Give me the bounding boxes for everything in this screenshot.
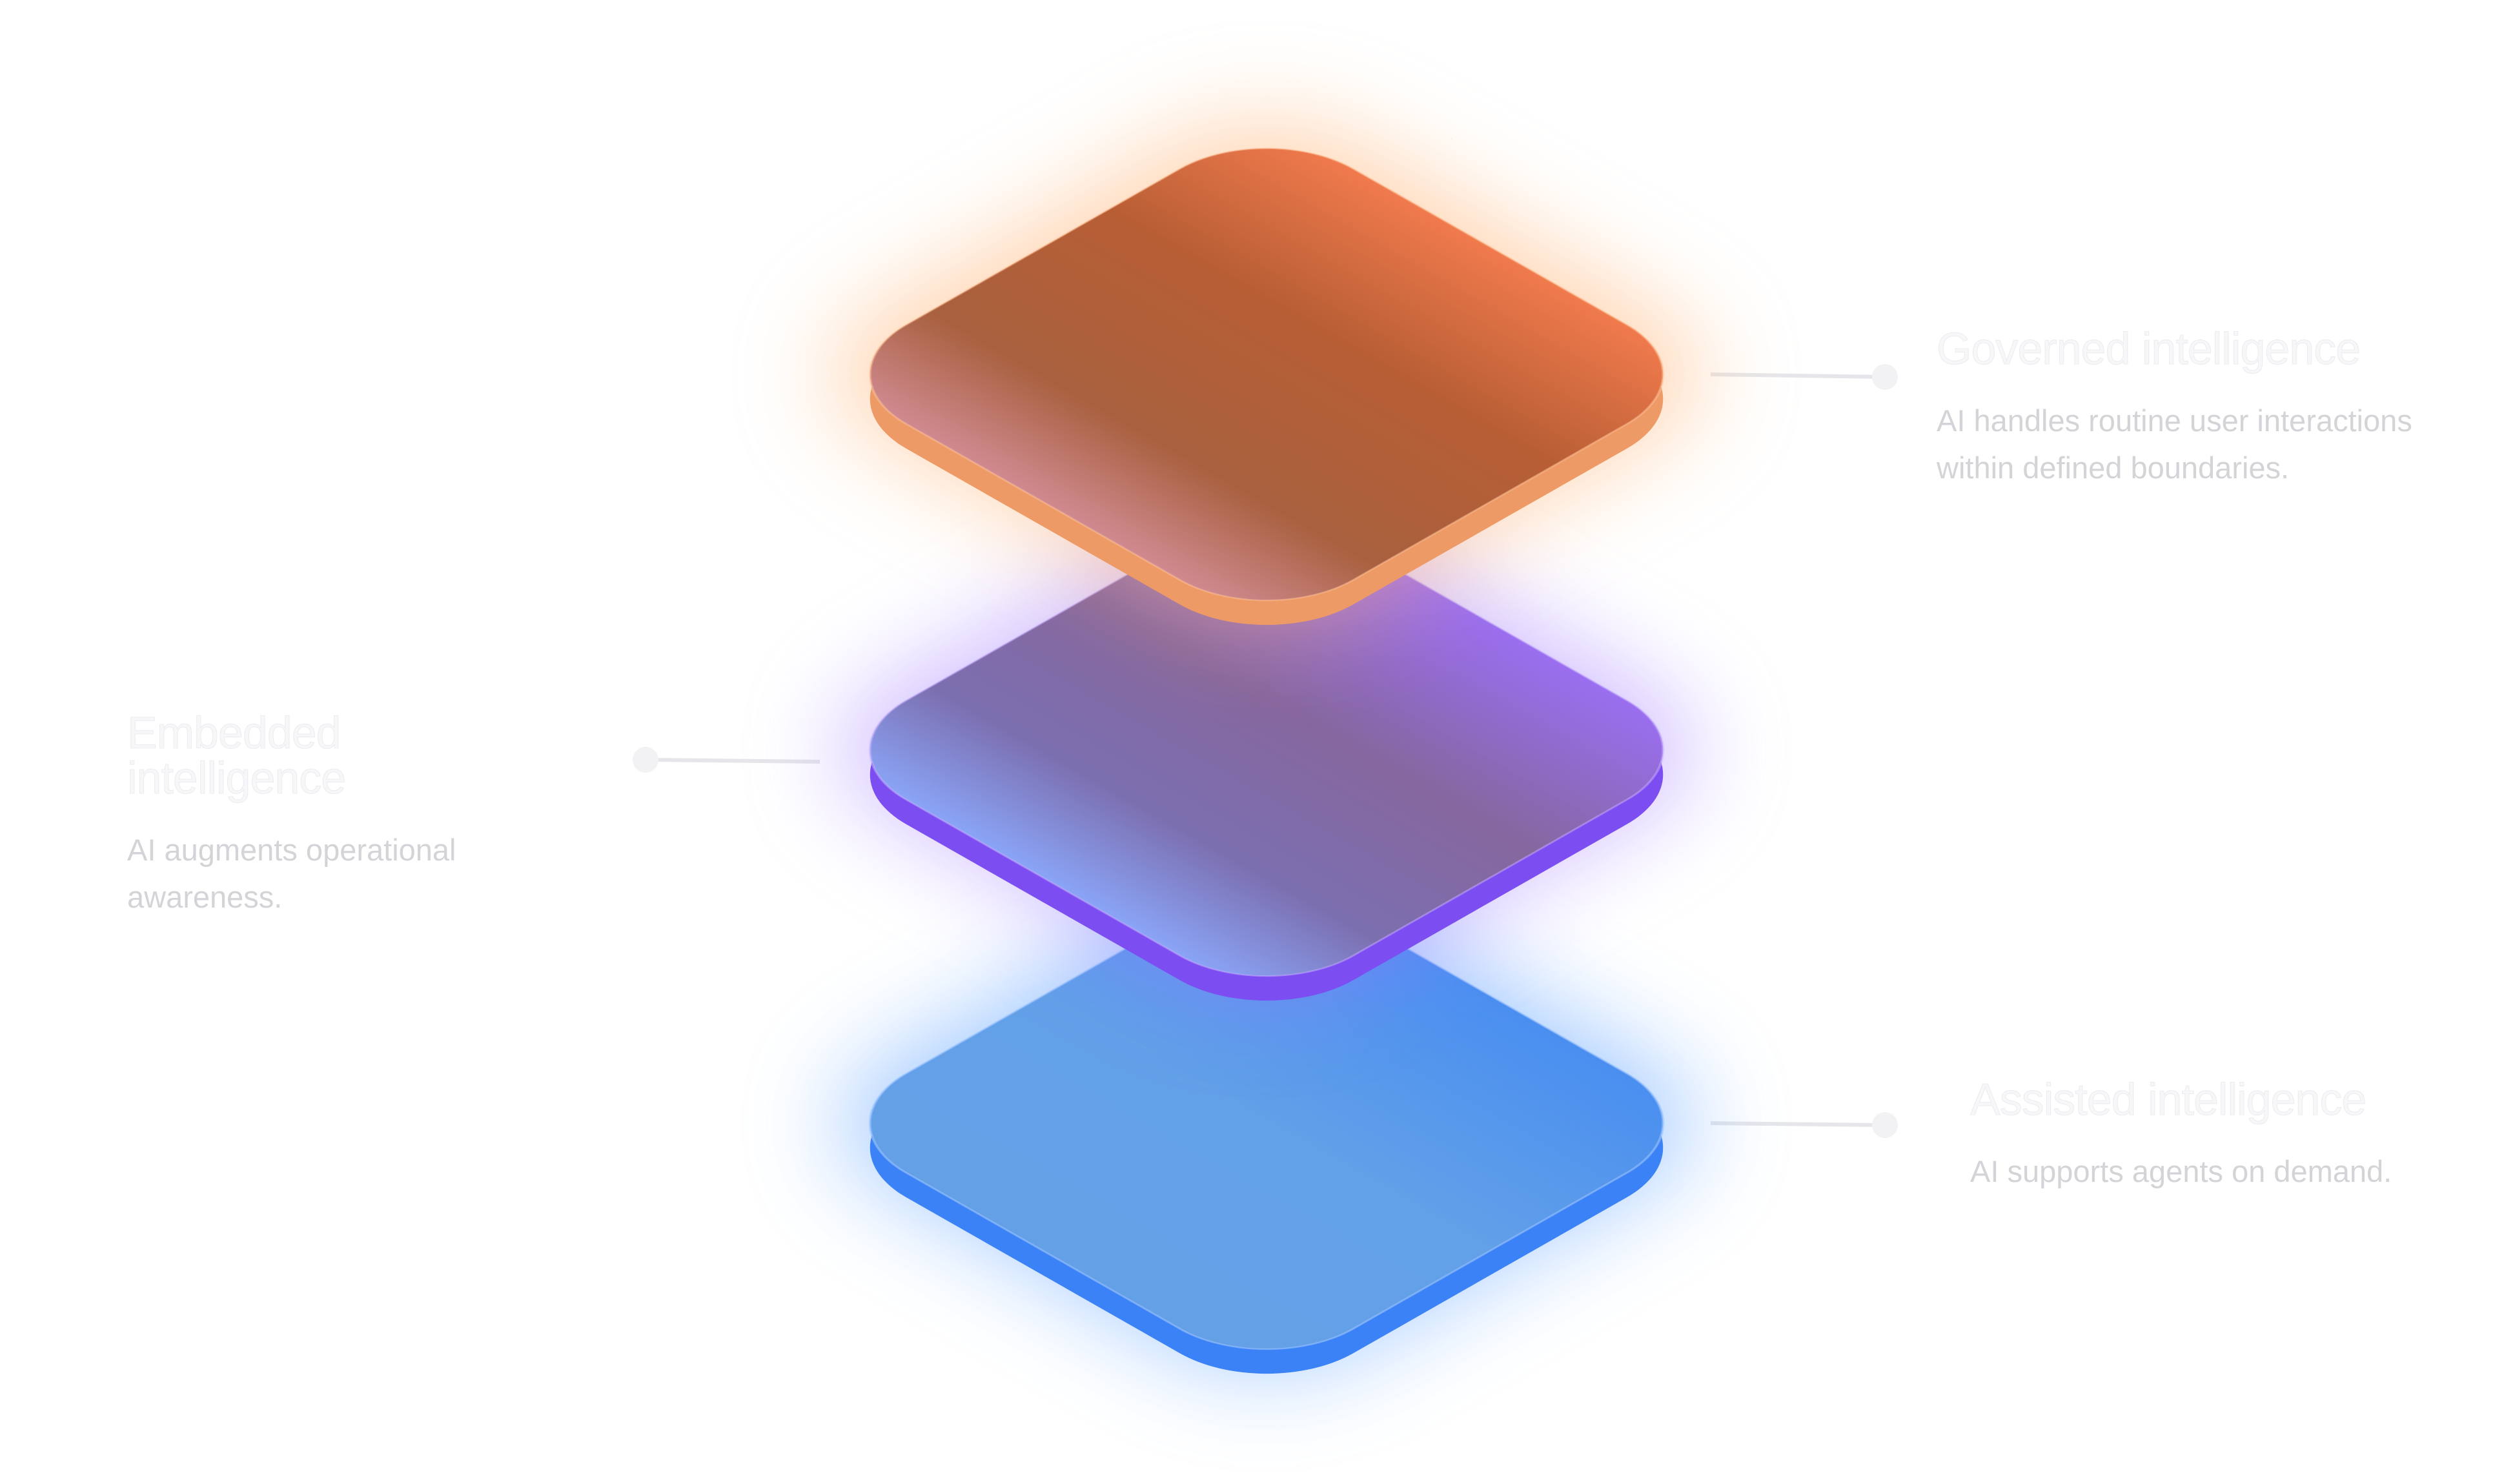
layer-governed xyxy=(774,94,1759,655)
layer-title: Embedded intelligence xyxy=(127,707,347,803)
layer-description: AI supports agents on demand. xyxy=(1970,1154,2392,1188)
connector-assisted xyxy=(1710,1112,1898,1138)
label-assisted: Assisted intelligence AI supports agents… xyxy=(1970,1077,2500,1195)
layer-title: Assisted intelligence xyxy=(1970,1074,2367,1124)
layer-description: AI augments operational awareness. xyxy=(127,833,456,914)
label-embedded: Embedded intelligence AI augments operat… xyxy=(127,710,527,920)
connector-embedded xyxy=(633,747,820,773)
label-governed: Governed intelligence AI handles routine… xyxy=(1937,326,2492,491)
layer-description: AI handles routine user interactions wit… xyxy=(1937,403,2412,485)
connector-governed xyxy=(1710,364,1898,390)
layer-title: Governed intelligence xyxy=(1937,323,2361,374)
